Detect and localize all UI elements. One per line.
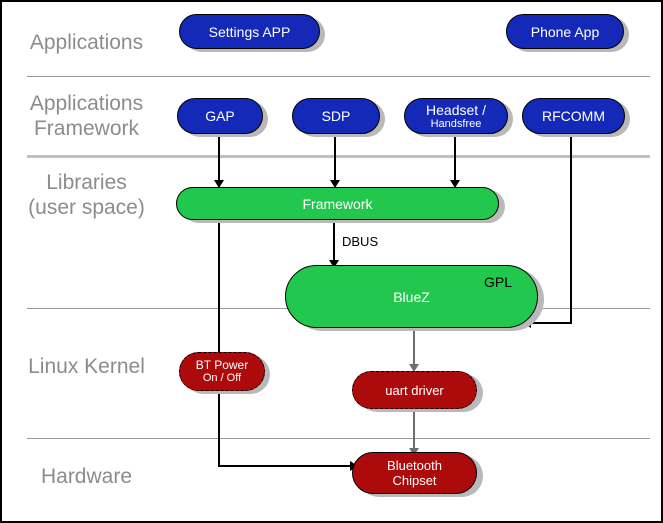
node-bt-power-label-line1: BT Power — [195, 358, 249, 372]
node-bluetooth-chipset-label-line2: Chipset — [392, 473, 437, 488]
node-bluetooth-chipset[interactable]: Bluetooth Chipset — [352, 452, 477, 494]
node-uart-driver-label: uart driver — [385, 382, 444, 398]
layer-label-linux-kernel: Linux Kernel — [28, 355, 145, 378]
edge-dbus-arrowhead — [329, 260, 339, 268]
node-rfcomm[interactable]: RFCOMM — [522, 98, 625, 134]
edge-headset-to-framework — [454, 136, 456, 182]
node-settings-app[interactable]: Settings APP — [179, 14, 320, 49]
node-framework-label: Framework — [302, 195, 373, 212]
node-bluez[interactable]: BlueZ — [285, 265, 538, 328]
node-rfcomm-label: RFCOMM — [542, 108, 605, 124]
layer-label-applications-framework: Applications Framework — [29, 92, 144, 140]
node-bluez-label: BlueZ — [393, 288, 430, 305]
edge-sdp-arrowhead — [330, 180, 340, 188]
layer-label-libraries: Libraries (user space) — [28, 171, 145, 219]
node-sdp-label: SDP — [321, 108, 351, 124]
layer-label-applications: Applications — [29, 31, 144, 54]
edge-uart-to-chipset — [413, 410, 415, 450]
divider-applications-framework — [27, 76, 650, 77]
node-bluetooth-chipset-label-line1: Bluetooth — [387, 458, 442, 473]
edge-gap-to-chipset-horizontal — [218, 465, 353, 467]
node-phone-app[interactable]: Phone App — [506, 14, 624, 49]
node-sdp[interactable]: SDP — [292, 98, 380, 134]
edge-framework-to-bluez — [333, 218, 335, 264]
edge-sdp-to-framework — [334, 136, 336, 182]
edge-gap-to-chipset-vertical — [218, 136, 220, 466]
edge-headset-arrowhead — [450, 180, 460, 188]
divider-framework-libraries — [27, 155, 650, 158]
node-bluez-gpl-tag: GPL — [484, 274, 513, 290]
node-framework[interactable]: Framework — [176, 187, 499, 220]
node-headset-handsfree-label-line2: Handsfree — [430, 117, 482, 130]
edge-uart-arrowhead — [409, 364, 419, 372]
node-bt-power-label-line2: On / Off — [202, 372, 242, 384]
node-gap[interactable]: GAP — [177, 98, 263, 134]
edge-bluez-to-uart — [413, 326, 415, 366]
node-uart-driver[interactable]: uart driver — [352, 371, 477, 409]
node-gap-label: GAP — [205, 108, 235, 124]
node-bt-power[interactable]: BT Power On / Off — [179, 352, 265, 391]
edge-label-dbus: DBUS — [342, 234, 379, 249]
node-phone-app-label: Phone App — [530, 23, 600, 40]
edge-gap-arrowhead — [214, 180, 224, 188]
layer-label-hardware: Hardware — [40, 465, 133, 488]
edge-rfcomm-vertical — [570, 136, 572, 324]
divider-kernel-hardware — [27, 438, 650, 439]
node-settings-app-label: Settings APP — [208, 23, 291, 40]
node-headset-handsfree[interactable]: Headset / Handsfree — [404, 98, 508, 134]
edge-rfcomm-horizontal — [530, 322, 572, 324]
node-headset-handsfree-label-line1: Headset / — [426, 101, 486, 118]
